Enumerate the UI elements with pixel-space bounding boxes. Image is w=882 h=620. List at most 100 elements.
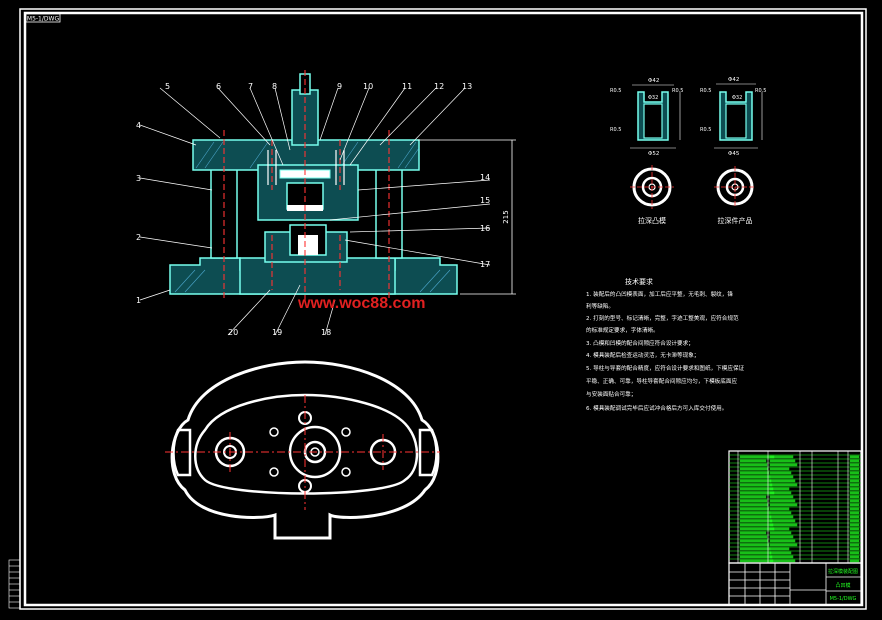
outer-frame xyxy=(19,8,867,610)
tech-note: 3. 凸模和凹模的配合间隙应符合设计要求； xyxy=(586,339,694,347)
part-label: 9 xyxy=(337,82,342,91)
detail-circles xyxy=(630,165,756,209)
parts-list-entry xyxy=(849,463,860,467)
tech-note: 平稳、正确、可靠，导柱导套配合间隙应均匀，下模板底面应 xyxy=(586,377,737,385)
parts-list-entry xyxy=(769,523,798,527)
parts-list-entry xyxy=(769,475,794,479)
watermark: www.woc88.com xyxy=(297,295,425,312)
parts-list-entry xyxy=(849,527,860,531)
title-block xyxy=(728,562,862,606)
parts-list xyxy=(728,450,862,564)
parts-list-entry xyxy=(849,471,860,475)
part-label: 16 xyxy=(480,224,490,233)
part-label: 18 xyxy=(321,328,331,337)
part-label: 15 xyxy=(480,196,490,205)
parts-list-entry xyxy=(739,539,769,543)
parts-list-entry xyxy=(739,499,768,503)
part-label: 6 xyxy=(216,82,221,91)
part-label: 3 xyxy=(136,174,141,183)
detail-b-dim: Φ32 xyxy=(732,95,742,101)
parts-list-entry xyxy=(769,539,796,543)
title-block-name: 拉深模装配图 xyxy=(828,568,858,575)
parts-list-entry xyxy=(769,535,794,539)
parts-list-entry xyxy=(769,547,790,551)
parts-list-entry xyxy=(739,535,768,539)
parts-list-entry xyxy=(849,523,860,527)
part-label: 7 xyxy=(248,82,253,91)
parts-list-entry xyxy=(849,467,860,471)
parts-list-entry xyxy=(739,519,773,523)
parts-list-entry xyxy=(849,511,860,515)
plan-centerlines xyxy=(165,395,440,510)
parts-list-entry xyxy=(849,491,860,495)
parts-list-entry xyxy=(769,495,794,499)
parts-list-entry xyxy=(739,527,775,531)
detail-b-dim: R0.5 xyxy=(700,88,711,94)
parts-list-entry xyxy=(849,503,860,507)
parts-list-entry xyxy=(769,471,792,475)
part-label: 19 xyxy=(272,328,282,337)
parts-list-entry xyxy=(769,515,794,519)
parts-list-entry xyxy=(739,459,767,463)
parts-list-entry xyxy=(769,559,796,563)
detail-b-dim: R0.5 xyxy=(755,88,766,94)
parts-list-entry xyxy=(849,519,860,523)
parts-list-entry xyxy=(739,479,772,483)
parts-list-entry xyxy=(739,507,770,511)
parts-list-entry xyxy=(739,515,772,519)
parts-list-entry xyxy=(739,491,775,495)
parts-list-entry xyxy=(849,459,860,463)
tech-note: 的标准规定要求，字体清晰。 xyxy=(586,326,659,334)
parts-list-entry xyxy=(849,559,860,563)
parts-list-entry xyxy=(739,471,770,475)
part-label: 5 xyxy=(165,82,170,91)
part-label: 20 xyxy=(228,328,238,337)
parts-list-entry xyxy=(769,467,790,471)
parts-list-entry xyxy=(769,491,792,495)
parts-list-entry xyxy=(739,551,772,555)
detail-caption: 拉深件产品 xyxy=(718,216,753,225)
tech-note: 2. 打刻的型号、标记清晰，完整，字迹工整美观，应符合规范 xyxy=(586,314,739,322)
parts-list-entry xyxy=(849,499,860,503)
parts-list-entry xyxy=(769,551,792,555)
tech-note: 利等缺陷。 xyxy=(586,302,614,310)
tech-title: 技术要求 xyxy=(625,277,653,286)
part-label: 13 xyxy=(462,82,472,91)
parts-list-entry xyxy=(769,503,798,507)
tech-note: 6. 模具装配调试完毕后应试冲合格后方可入库交付使用。 xyxy=(586,404,727,412)
parts-list-entry xyxy=(739,455,775,459)
detail-a-dim: Φ32 xyxy=(648,95,658,101)
detail-b-dim: Φ42 xyxy=(728,77,739,83)
parts-list-entry xyxy=(769,543,798,547)
detail-a-dim: R0.5 xyxy=(672,88,683,94)
title-block-code: M5-1/DWG xyxy=(830,596,857,602)
parts-list-entry xyxy=(849,535,860,539)
parts-list-entry xyxy=(739,475,771,479)
parts-list-entry xyxy=(849,475,860,479)
parts-list-entry xyxy=(769,527,790,531)
parts-list-entry xyxy=(769,463,798,467)
parts-list-entry xyxy=(849,543,860,547)
parts-list-entry xyxy=(739,543,770,547)
part-label: 10 xyxy=(363,82,373,91)
part-label: 4 xyxy=(136,121,141,130)
parts-list-entry xyxy=(769,499,796,503)
parts-list-entry xyxy=(769,479,796,483)
parts-list-entry xyxy=(849,547,860,551)
parts-list-entry xyxy=(769,459,796,463)
leader-lines xyxy=(139,87,491,336)
detail-a-dim: R0.5 xyxy=(610,88,621,94)
tech-note: 4. 模具装配后检查运动灵活，无卡滞等现象； xyxy=(586,351,699,359)
parts-list-entry xyxy=(849,455,860,459)
parts-list-entry xyxy=(769,487,790,491)
tech-note: 1. 装配后的凸凹模表面，加工后应平整，无毛刺、裂纹，锋 xyxy=(586,290,733,298)
part-label: 17 xyxy=(480,260,490,269)
parts-list-entry xyxy=(739,467,769,471)
parts-list-entry xyxy=(849,479,860,483)
parts-list-entry xyxy=(849,551,860,555)
parts-list-entry xyxy=(769,455,794,459)
title-block-part: 凸凹模 xyxy=(835,582,850,589)
part-label: 1 xyxy=(136,296,141,305)
parts-list-entry xyxy=(769,555,794,559)
parts-list-entry xyxy=(769,531,792,535)
